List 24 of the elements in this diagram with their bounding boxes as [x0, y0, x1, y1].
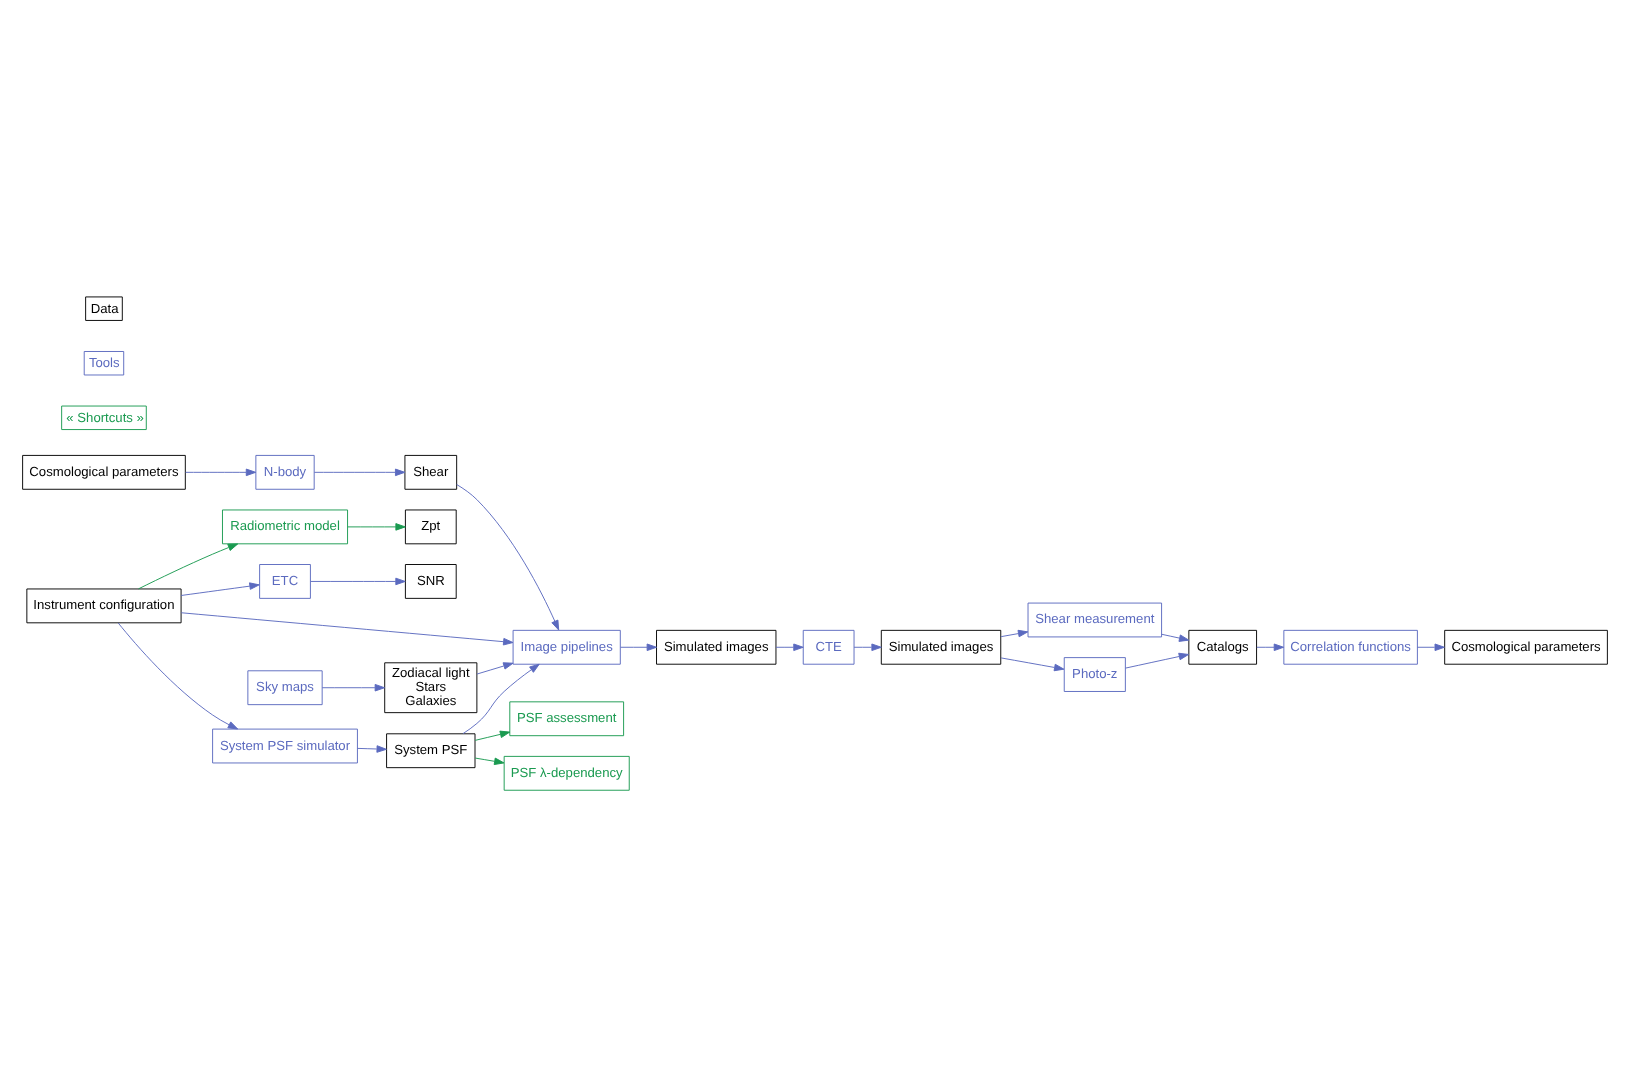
- arrow: [1000, 657, 1065, 672]
- arrow: [357, 745, 387, 753]
- arrow: [180, 582, 260, 596]
- arrow: [456, 484, 560, 631]
- arrow: [853, 643, 882, 652]
- arrow: [321, 683, 385, 692]
- arrow: [310, 577, 406, 586]
- arrow: [462, 663, 540, 735]
- arrow: [313, 468, 406, 477]
- arrow: [185, 468, 257, 477]
- arrow: [620, 643, 657, 652]
- arrow: [1000, 629, 1029, 638]
- arrow: [347, 523, 406, 531]
- arrow: [474, 730, 511, 741]
- arrow: [1416, 643, 1445, 652]
- arrow: [1256, 643, 1285, 652]
- arrow: [117, 622, 239, 730]
- arrow: [775, 643, 804, 652]
- arrow: [1161, 633, 1190, 642]
- arrow: [474, 757, 505, 766]
- arrow: [1125, 652, 1190, 669]
- arrow: [476, 662, 514, 675]
- arrow: [180, 612, 514, 646]
- arrow: [138, 543, 239, 590]
